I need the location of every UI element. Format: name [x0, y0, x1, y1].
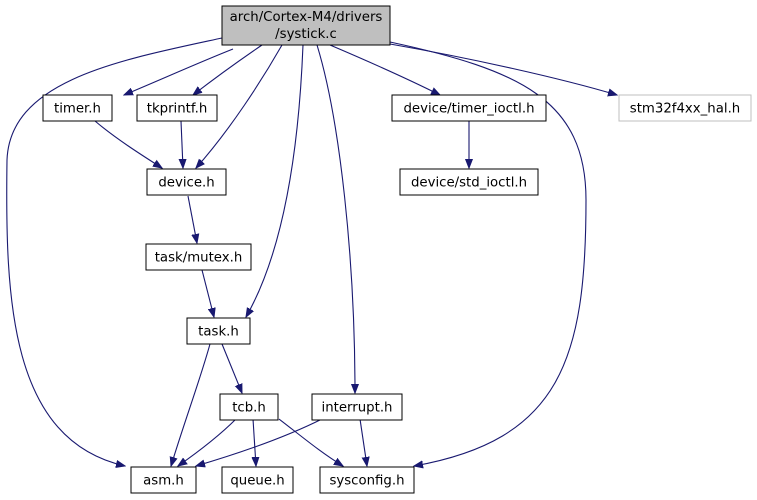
node-timer-h[interactable]: timer.h	[42, 94, 113, 122]
edge-tcb-to-sysconfig	[278, 418, 343, 466]
edge-tcb-to-queue	[253, 418, 256, 466]
node-timer-h-label: timer.h	[54, 102, 101, 117]
edge-interrupt-to-sysconfig	[359, 418, 367, 466]
edge-systick-to-device	[196, 44, 283, 168]
node-interrupt-h-label: interrupt.h	[322, 401, 393, 416]
edge-tkprintf-to-device	[181, 120, 183, 168]
node-task-mutex-h-label: task/mutex.h	[155, 251, 243, 266]
edge-mutex-to-task	[201, 269, 214, 317]
node-device-h-label: device.h	[158, 176, 214, 191]
node-systick-c-line2: /systick.c	[275, 27, 337, 42]
node-queue-h-label: queue.h	[230, 474, 284, 489]
node-sysconfig-h[interactable]: sysconfig.h	[319, 466, 415, 494]
node-device-timer-ioctl-h[interactable]: device/timer_ioctl.h	[391, 94, 547, 122]
edge-timer-to-device	[94, 120, 162, 168]
node-stm32f4xx-hal-h-label: stm32f4xx_hal.h	[630, 102, 740, 117]
node-asm-h[interactable]: asm.h	[130, 466, 197, 494]
node-asm-h-label: asm.h	[143, 474, 184, 489]
edge-task-to-asm	[171, 343, 211, 466]
node-tcb-h[interactable]: tcb.h	[219, 393, 279, 421]
node-sysconfig-h-label: sysconfig.h	[329, 474, 404, 489]
edge-device-to-mutex	[187, 195, 197, 243]
edge-systick-to-timer	[124, 48, 234, 95]
node-systick-c[interactable]: arch/Cortex-M4/drivers /systick.c	[221, 5, 391, 46]
node-task-mutex-h[interactable]: task/mutex.h	[145, 243, 252, 271]
edge-systick-to-sysconfig	[389, 41, 587, 466]
node-interrupt-h[interactable]: interrupt.h	[311, 393, 403, 421]
edge-tcb-to-asm	[178, 418, 237, 466]
edges	[6, 37, 617, 466]
edge-task-to-tcb	[221, 343, 242, 393]
node-stm32f4xx-hal-h[interactable]: stm32f4xx_hal.h	[618, 94, 752, 122]
node-tcb-h-label: tcb.h	[232, 401, 266, 416]
edge-systick-to-tkprintf	[193, 44, 263, 95]
node-device-h[interactable]: device.h	[146, 168, 227, 196]
node-device-timer-ioctl-h-label: device/timer_ioctl.h	[403, 102, 534, 117]
node-task-h[interactable]: task.h	[186, 317, 251, 345]
node-task-h-label: task.h	[198, 325, 239, 340]
node-tkprintf-h[interactable]: tkprintf.h	[136, 94, 218, 122]
node-device-std-ioctl-h-label: device/std_ioctl.h	[411, 176, 527, 191]
edge-interrupt-to-asm	[196, 418, 323, 466]
edge-systick-to-timer-ioctl	[329, 44, 440, 95]
nodes: arch/Cortex-M4/drivers /systick.c timer.…	[42, 5, 752, 494]
edge-systick-to-interrupt	[316, 44, 355, 393]
node-device-std-ioctl-h[interactable]: device/std_ioctl.h	[399, 168, 539, 196]
node-tkprintf-h-label: tkprintf.h	[147, 102, 208, 117]
edge-systick-to-stm32f4xx-hal	[389, 43, 617, 95]
edge-systick-to-task	[246, 44, 304, 317]
node-queue-h[interactable]: queue.h	[221, 466, 294, 494]
node-systick-c-line1: arch/Cortex-M4/drivers	[230, 10, 383, 25]
edge-systick-to-asm	[6, 37, 223, 466]
